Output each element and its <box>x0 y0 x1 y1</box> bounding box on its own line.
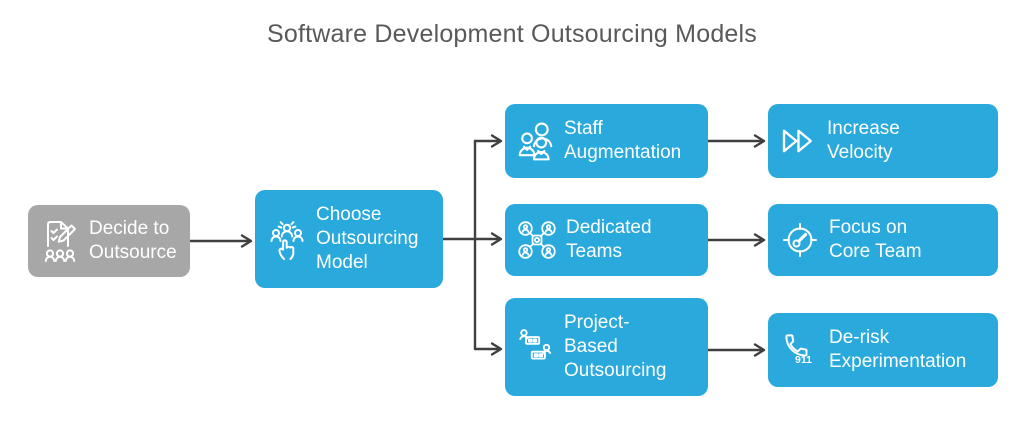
team-network-icon <box>517 220 557 260</box>
arrowhead-icon <box>753 233 766 247</box>
target-gauge-icon <box>780 220 820 260</box>
fast-forward-icon <box>780 126 818 156</box>
node-decide-to-outsource: Decide to Outsource <box>28 205 190 277</box>
node-choose-outsourcing-model: Choose Outsourcing Model <box>255 190 443 288</box>
arrowhead-icon <box>753 134 766 148</box>
node-staff-augmentation: Staff Augmentation <box>505 104 708 178</box>
arrowhead-icon <box>490 134 503 148</box>
node-label: De-risk Experimentation <box>829 327 967 372</box>
emergency-badge-text: 911 <box>795 354 812 366</box>
arrowhead-icon <box>753 343 766 357</box>
node-label: Dedicated Teams <box>566 217 652 262</box>
node-dedicated-teams: Dedicated Teams <box>505 204 708 276</box>
arrowhead-icon <box>490 342 503 356</box>
arrowhead-icon <box>490 232 503 246</box>
select-team-hand-icon <box>267 217 307 261</box>
node-label: Increase Velocity <box>827 118 900 163</box>
node-label: Choose Outsourcing Model <box>316 204 419 273</box>
arrowhead-icon <box>240 234 253 248</box>
node-label: Project-Based Outsourcing <box>564 312 667 381</box>
node-project-based-outsourcing: Project-Based Outsourcing <box>505 298 708 396</box>
team-add-person-icon <box>517 120 555 162</box>
emergency-call-911-icon: 911 <box>780 330 820 370</box>
node-label: Decide to Outsource <box>89 218 177 263</box>
node-de-risk-experimentation: 911 De-risk Experimentation <box>768 313 998 387</box>
diagram-title: Software Development Outsourcing Models <box>267 20 757 48</box>
workers-bricks-icon <box>517 326 555 368</box>
edge-choose-trunk <box>441 139 477 351</box>
clipboard-checklist-team-icon <box>40 219 80 263</box>
node-focus-on-core-team: Focus on Core Team <box>768 204 998 276</box>
node-label: Focus on Core Team <box>829 217 922 262</box>
node-label: Staff Augmentation <box>564 118 682 163</box>
node-increase-velocity: Increase Velocity <box>768 104 998 178</box>
